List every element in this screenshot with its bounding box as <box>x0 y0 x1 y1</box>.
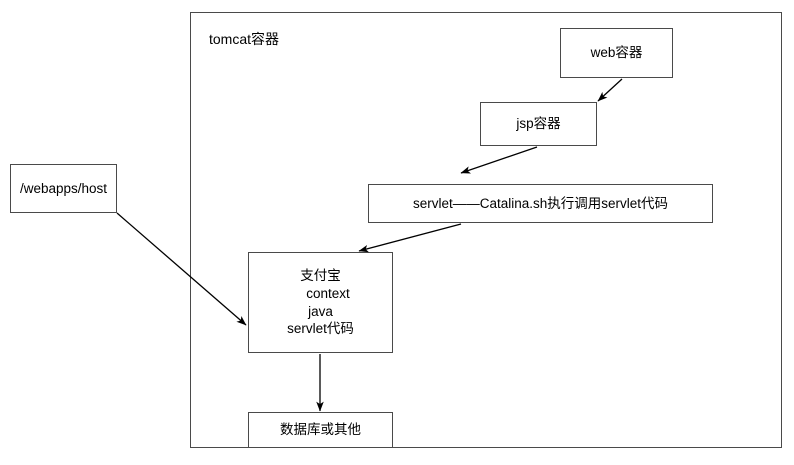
node-web-container[interactable]: web容器 <box>560 28 673 78</box>
node-alipay-app[interactable]: 支付宝 context java servlet代码 <box>248 252 393 353</box>
tomcat-container-box: tomcat容器 <box>190 12 782 448</box>
node-label-alipay-app: 支付宝 context java servlet代码 <box>287 267 354 337</box>
node-database-other[interactable]: 数据库或其他 <box>248 412 393 448</box>
node-label-web-container: web容器 <box>590 45 643 61</box>
node-label-servlet-box: servlet——Catalina.sh执行调用servlet代码 <box>412 195 669 211</box>
node-jsp-container[interactable]: jsp容器 <box>480 102 597 146</box>
node-servlet-box[interactable]: servlet——Catalina.sh执行调用servlet代码 <box>368 184 713 223</box>
tomcat-container-label: tomcat容器 <box>209 31 280 47</box>
node-label-jsp-container: jsp容器 <box>516 116 561 132</box>
node-webapps-host[interactable]: /webapps/host <box>10 164 117 213</box>
node-label-webapps-host: /webapps/host <box>19 180 108 196</box>
node-label-database-other: 数据库或其他 <box>280 422 361 438</box>
